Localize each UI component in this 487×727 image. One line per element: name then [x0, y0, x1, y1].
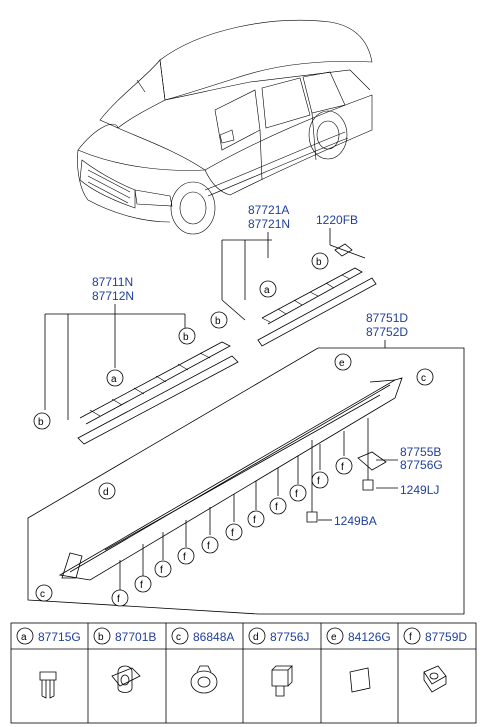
legend-code-e: 84126G: [348, 630, 391, 644]
legend-header-b: b 87701B: [93, 627, 156, 645]
callout-e: [334, 353, 352, 371]
svg-text:a: a: [111, 374, 117, 385]
callout-f-1: [111, 589, 129, 607]
legend-table: a 87715G b 87701B c 86848A d 87756J e 84…: [10, 622, 477, 724]
sill-plate-upper-hatch: [261, 274, 351, 323]
clip-nut-icon: [423, 665, 447, 693]
callout-f-8: [269, 497, 287, 515]
part-number-87755B: 87755B: [400, 445, 441, 459]
svg-text:f: f: [207, 541, 210, 552]
legend-header-c: c 86848A: [171, 627, 234, 645]
svg-text:e: e: [339, 358, 345, 369]
svg-text:f: f: [160, 565, 163, 576]
part-number-87711N: 87711N: [92, 275, 133, 289]
part-number-1249LJ: 1249LJ: [400, 483, 439, 497]
part-number-87712N: 87712N: [92, 289, 134, 303]
sill-plate-upper: 87721A 87721N 1220FB: [221, 203, 377, 347]
svg-text:d: d: [253, 632, 259, 643]
callout-d: [98, 482, 116, 500]
svg-text:b: b: [98, 632, 104, 643]
svg-text:b: b: [38, 417, 44, 428]
clip-double-prong-icon: [39, 671, 57, 699]
clip-square-base-icon: [111, 665, 141, 693]
clip-round-cap-icon: [190, 665, 218, 694]
clip-tab-icon: [271, 665, 293, 697]
legend-code-c: 86848A: [193, 630, 234, 644]
part-number-87756G: 87756G: [400, 458, 443, 472]
callout-b-upper-left: [210, 311, 228, 329]
svg-text:c: c: [176, 632, 181, 643]
legend-code-a: 87715G: [38, 630, 81, 644]
legend-code-f: 87759D: [425, 630, 467, 644]
legend-header-d: d 87756J: [248, 627, 309, 645]
legend-header-a: a 87715G: [16, 627, 81, 645]
svg-text:f: f: [253, 515, 256, 526]
svg-text:f: f: [231, 528, 234, 539]
callout-b-left: [178, 327, 196, 345]
svg-text:c: c: [421, 373, 426, 384]
legend-code-d: 87756J: [270, 630, 309, 644]
callout-f-7: [247, 510, 265, 528]
svg-text:f: f: [317, 476, 320, 487]
callout-circles: b a b b a b e c d c f f f f f f f: [33, 252, 434, 607]
side-moulding: 87751D 87752D 87755B 87756G 1249LJ 1249B…: [27, 311, 465, 615]
svg-text:b: b: [215, 316, 221, 327]
part-number-1220FB: 1220FB: [316, 213, 358, 227]
svg-text:f: f: [183, 552, 186, 563]
svg-text:e: e: [331, 632, 337, 643]
svg-text:b: b: [183, 332, 189, 343]
part-number-87751D: 87751D: [366, 311, 408, 325]
svg-text:f: f: [409, 632, 412, 643]
svg-text:f: f: [117, 594, 120, 605]
callout-f-4: [177, 547, 195, 565]
svg-text:c: c: [40, 589, 45, 600]
callout-f-9: [289, 484, 307, 502]
legend-header-f: f 87759D: [403, 627, 467, 645]
f-clip-arrows: [119, 431, 345, 590]
svg-text:f: f: [140, 580, 143, 591]
part-number-1249BA: 1249BA: [334, 514, 377, 528]
svg-text:f: f: [295, 489, 298, 500]
callout-b-upper: [311, 252, 329, 270]
callout-c-right: [416, 368, 434, 386]
sill-plate-left: 87711N 87712N: [44, 275, 239, 445]
legend-code-b: 87701B: [115, 630, 156, 644]
callout-f-11: [335, 457, 353, 475]
callout-c-left: [35, 584, 53, 602]
part-number-87721N: 87721N: [248, 217, 290, 231]
callout-f-5: [201, 536, 219, 554]
callout-f-3: [154, 560, 172, 578]
callout-f-2: [134, 575, 152, 593]
svg-text:f: f: [341, 462, 344, 473]
callout-f-10: [311, 471, 329, 489]
car-illustration: [77, 20, 373, 235]
callout-f-6: [225, 523, 243, 541]
svg-text:a: a: [264, 285, 270, 296]
svg-text:d: d: [103, 487, 109, 498]
svg-text:f: f: [275, 502, 278, 513]
plug-square-icon: [349, 667, 371, 693]
callout-b-left-lower: [33, 412, 51, 430]
legend-header-e: e 84126G: [326, 627, 391, 645]
sill-plate-left-hatch: [89, 352, 211, 417]
callout-a-left: [106, 369, 124, 387]
callout-a-upper: [259, 280, 277, 298]
part-number-87752D: 87752D: [366, 325, 408, 339]
svg-text:b: b: [316, 257, 322, 268]
part-number-87721A: 87721A: [248, 203, 289, 217]
svg-text:a: a: [21, 632, 27, 643]
